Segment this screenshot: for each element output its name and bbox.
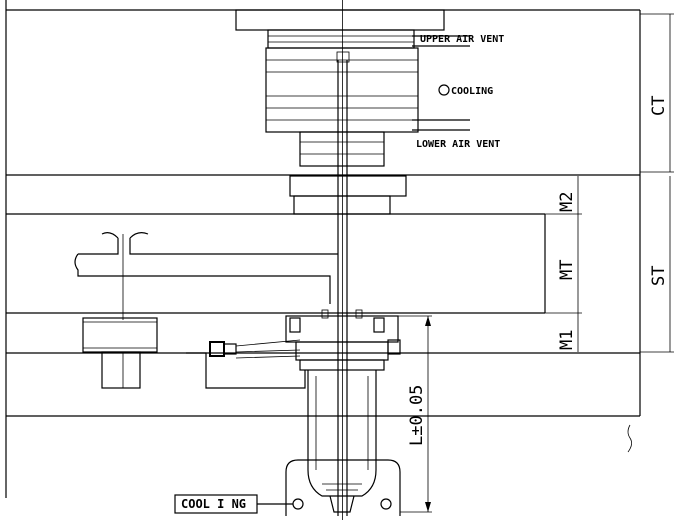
cooling-box-label: COOL I NG (181, 497, 246, 511)
lower-air-vent-label: LOWER AIR VENT (416, 139, 500, 150)
nozzle-body (307, 370, 377, 513)
manifold-plate (6, 213, 546, 314)
clamp-plate (6, 9, 641, 176)
dimension-l: L±0.05 (398, 315, 432, 513)
valve-pin (337, 0, 348, 520)
cylinder-assembly (235, 9, 445, 215)
dimension-ct: CT (640, 13, 674, 173)
gate-insert (285, 459, 401, 516)
svg-text:L±0.05: L±0.05 (407, 385, 427, 446)
upper-air-vent-label: UPPER AIR VENT (420, 34, 504, 45)
dimension-m2-mt-m1: M2 MT M1 (545, 176, 582, 352)
svg-text:M2: M2 (557, 192, 577, 212)
svg-text:CT: CT (649, 96, 669, 116)
svg-text:MT: MT (557, 260, 577, 280)
dimension-st: ST (640, 176, 674, 353)
cooling-port-circle (438, 84, 450, 96)
manifold-runner (74, 232, 338, 304)
cavity-plate (6, 175, 641, 417)
break-mark (627, 424, 632, 453)
svg-text:M1: M1 (557, 330, 577, 350)
heater-cable (186, 339, 306, 389)
nozzle-head (285, 309, 401, 371)
lower-air-vent-pipe (412, 119, 470, 131)
upper-air-vent-pipe (412, 35, 470, 47)
cooling-inner-label: COOLING (451, 86, 493, 97)
support-bushing (82, 317, 158, 389)
cooling-callout: COOL I NG (174, 494, 293, 514)
svg-text:ST: ST (649, 266, 669, 286)
